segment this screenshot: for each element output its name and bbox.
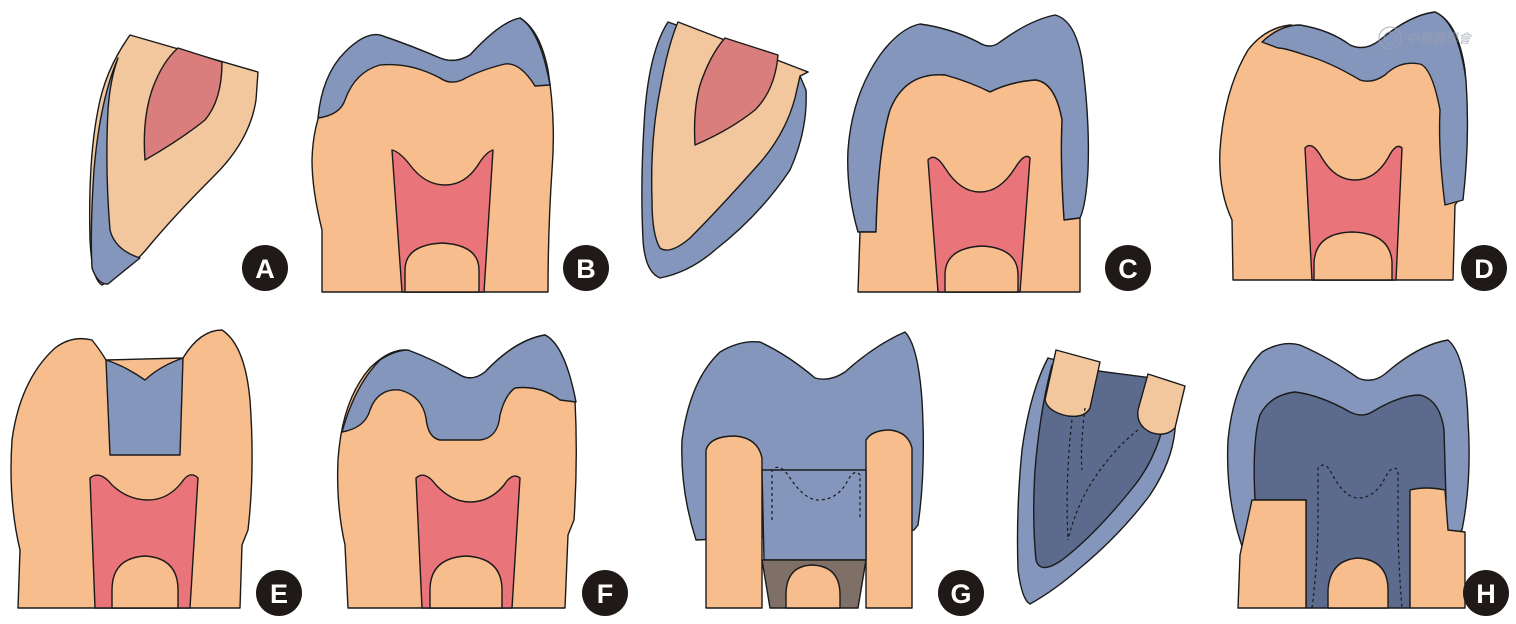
tooth-h-left (1237, 499, 1307, 609)
label-badge-f: F (582, 570, 628, 616)
onlay-f (341, 334, 577, 441)
panel-h (1226, 339, 1470, 609)
label-e: E (270, 579, 288, 609)
label-b: B (576, 254, 596, 284)
panel-a (88, 34, 259, 286)
panel-g-incisor (1016, 349, 1186, 605)
label-badge-e: E (256, 570, 302, 616)
tooth-g-incisor-right-stump (1137, 373, 1186, 435)
label-c: C (1118, 254, 1138, 284)
pulp-outline-g (771, 466, 861, 520)
label-badge-a: A (242, 245, 288, 291)
pulp-a (143, 47, 223, 161)
label-a: A (255, 254, 275, 284)
label-badge-g: G (938, 570, 984, 616)
panel-g (681, 331, 925, 609)
panel-e (10, 329, 253, 609)
watermark-text: 中華醫學會 (1406, 32, 1473, 47)
root-canal-h (1327, 557, 1389, 609)
panel-d (1219, 11, 1469, 281)
label-badge-h: H (1463, 570, 1509, 616)
label-badge-b: B (563, 245, 609, 291)
label-f: F (597, 579, 614, 609)
veneer-a (90, 57, 141, 285)
tooth-h-right (1409, 487, 1466, 609)
pulp-c (693, 37, 779, 146)
root-canal-e (111, 555, 179, 609)
onlay-d (1261, 11, 1469, 206)
watermark-seal-icon (1378, 26, 1402, 50)
inlay-e (105, 357, 184, 456)
root-canal-g (785, 564, 841, 609)
label-d: D (1474, 254, 1494, 284)
post-core-g (761, 469, 867, 561)
panel-c (641, 21, 809, 279)
root-canal-c-molar (944, 245, 1019, 293)
root-canal-f (429, 555, 503, 609)
label-h: H (1476, 579, 1496, 609)
tooth-g-incisor-left-stump (1044, 349, 1101, 418)
tooth-g-left (705, 435, 763, 609)
root-canal-d (1313, 231, 1393, 281)
onlay-b (317, 17, 551, 119)
core-h (1253, 391, 1447, 609)
watermark: 中華醫學會 (1378, 26, 1473, 50)
panel-c-molar (847, 14, 1090, 293)
panel-b (311, 17, 555, 293)
label-badge-c: C (1105, 245, 1151, 291)
tooth-g-right (865, 429, 913, 609)
root-canal-b (404, 242, 480, 293)
pulp-outline-g-incisor (1066, 407, 1139, 541)
label-g: G (950, 579, 971, 609)
panel-f (336, 334, 577, 609)
label-badge-d: D (1461, 245, 1507, 291)
